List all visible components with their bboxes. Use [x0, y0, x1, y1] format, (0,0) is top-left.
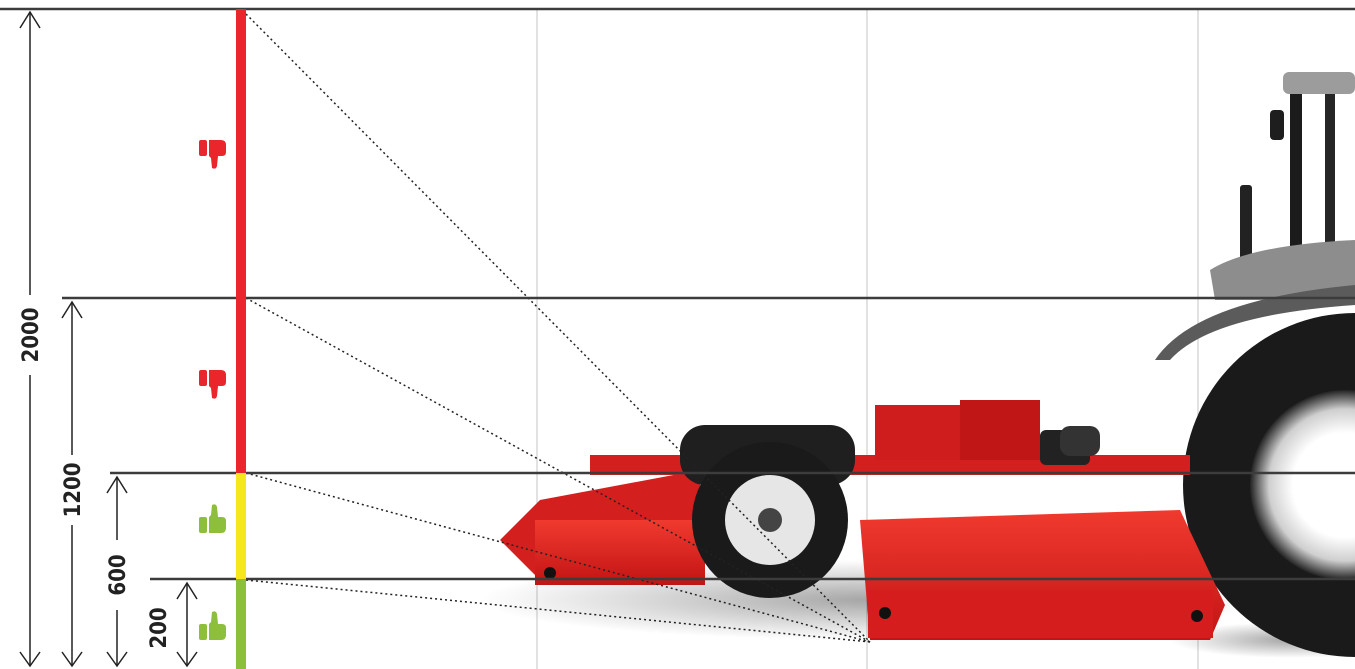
- dimension-label-2000: 2000: [19, 307, 44, 362]
- zone-bar: [236, 9, 246, 669]
- arrow-up-icon: [19, 10, 41, 29]
- dimension-label-200: 200: [147, 607, 172, 648]
- mower-illustration: [480, 400, 1260, 640]
- arrow-down-icon: [106, 651, 128, 668]
- dimension-label-600: 600: [106, 554, 131, 595]
- dimension-label-1200: 1200: [61, 462, 86, 517]
- zone-segment: [236, 579, 246, 669]
- arrow-up-icon: [106, 475, 128, 494]
- thumbs-up-icon: [199, 611, 226, 640]
- tractor-illustration: [1155, 72, 1355, 658]
- zone-segment: [236, 298, 246, 473]
- arrow-down-icon: [19, 651, 41, 668]
- thumbs-up-icon: [199, 504, 226, 533]
- arrow-down-icon: [61, 651, 83, 668]
- arrow-down-icon: [176, 651, 198, 668]
- projection-lines: [245, 13, 871, 643]
- height-level-lines: [0, 7, 1355, 581]
- arrow-up-icon: [61, 300, 83, 319]
- zone-segment: [236, 9, 246, 298]
- zone-segment: [236, 473, 246, 579]
- thumbs-down-icon: [199, 370, 226, 399]
- dimension-arrows: [19, 10, 198, 668]
- arrow-up-icon: [176, 581, 198, 600]
- projection-line: [245, 297, 871, 643]
- thumbs-down-icon: [199, 140, 226, 169]
